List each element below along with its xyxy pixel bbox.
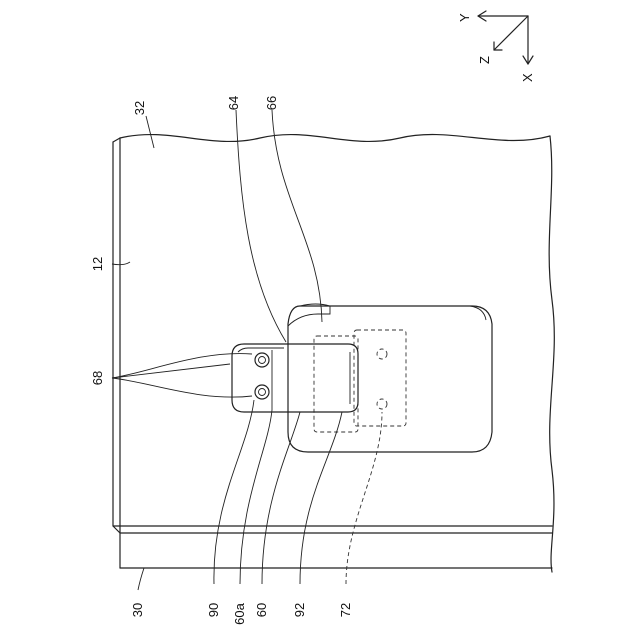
leader-60	[262, 412, 300, 584]
leader-72	[346, 412, 382, 584]
leader-lines	[112, 110, 382, 590]
right-break-line	[549, 136, 554, 572]
panel-body	[113, 135, 554, 572]
leader-30	[138, 568, 144, 590]
label-60: 60	[254, 603, 269, 617]
z-axis-arrow	[494, 16, 528, 50]
label-92: 92	[292, 603, 307, 617]
leader-66	[272, 110, 322, 322]
label-60a: 60a	[232, 602, 247, 624]
leader-64	[236, 110, 286, 342]
label-66: 66	[264, 96, 279, 110]
hidden-part-72	[314, 330, 406, 432]
bracket-inner-edge	[238, 348, 284, 352]
screw-lower	[255, 385, 269, 399]
panel-edge-inner	[113, 142, 120, 533]
base-plate-outline	[288, 306, 492, 452]
label-32: 32	[132, 101, 147, 115]
top-break-line	[120, 135, 550, 142]
leader-90	[214, 400, 254, 584]
label-30: 30	[130, 603, 145, 617]
hidden-clip	[314, 336, 358, 432]
screw-lower-head	[259, 389, 266, 396]
leader-68-a	[112, 354, 252, 378]
axis-indicator: X Y Z	[457, 11, 535, 82]
leader-60a	[240, 410, 272, 584]
leader-12	[112, 262, 130, 265]
label-64: 64	[226, 96, 241, 110]
base-plate-notch	[288, 306, 330, 326]
screw-upper	[255, 353, 269, 367]
label-12: 12	[90, 257, 105, 271]
leader-68-c	[112, 364, 230, 378]
y-axis-label: Y	[457, 13, 472, 22]
leader-92	[300, 412, 342, 584]
panel-top-corner	[113, 138, 120, 142]
x-axis-label: X	[520, 73, 535, 82]
screw-upper-head	[259, 357, 266, 364]
label-72: 72	[338, 603, 353, 617]
label-68: 68	[90, 371, 105, 385]
leader-68-b	[112, 378, 252, 397]
base-plate	[288, 304, 492, 452]
label-90: 90	[206, 603, 221, 617]
z-axis-label: Z	[477, 56, 492, 64]
leader-32	[146, 116, 154, 148]
hidden-hole-lower	[377, 399, 387, 409]
hidden-hole-upper	[377, 349, 387, 359]
hidden-bracket	[354, 330, 406, 426]
